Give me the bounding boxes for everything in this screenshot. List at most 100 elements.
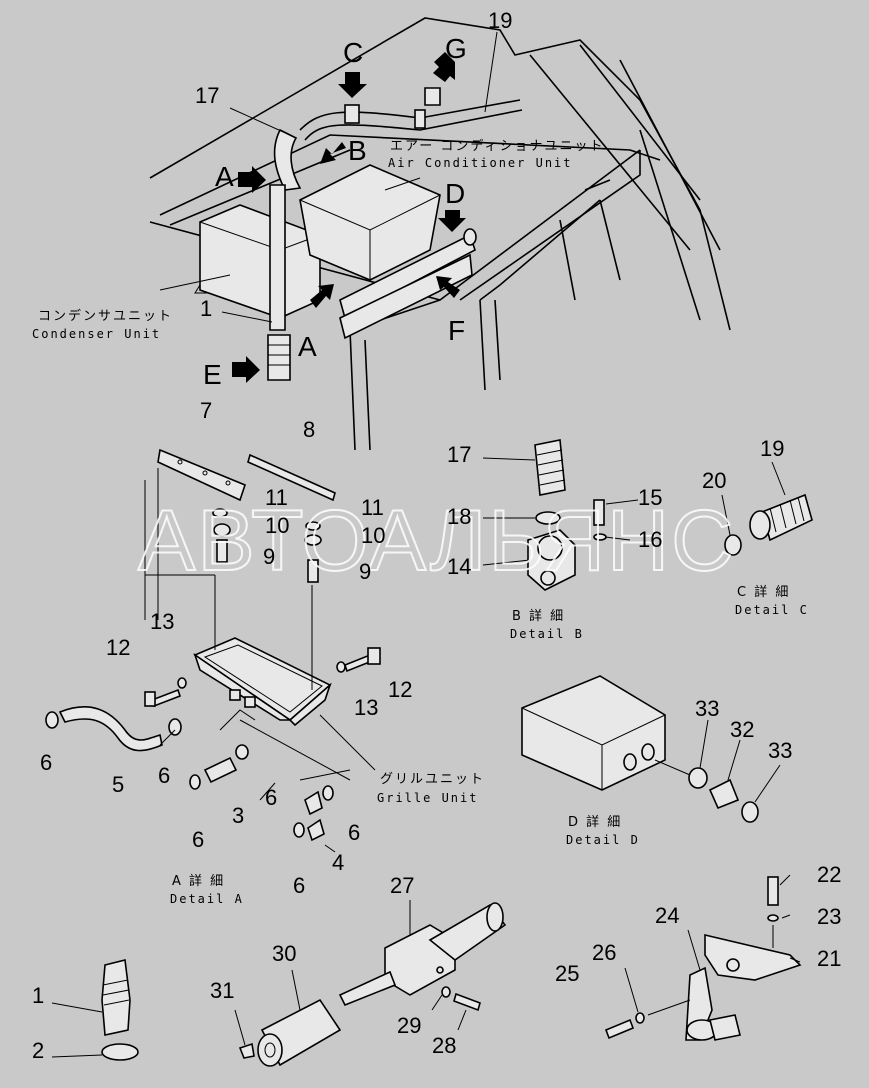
callout-5: 5 xyxy=(112,772,124,797)
drain-parts xyxy=(189,744,334,842)
arrow-a-bottom-icon xyxy=(310,284,334,308)
callout-6-c: 6 xyxy=(265,785,277,810)
callout-11-right: 11 xyxy=(361,495,384,520)
leader-lines-top xyxy=(159,31,498,323)
arrow-a-top-icon xyxy=(238,166,266,193)
grille-unit-top xyxy=(339,228,477,340)
callout-29: 29 xyxy=(397,1013,421,1038)
label-detail-a-en: Detail A xyxy=(170,892,244,906)
callout-1-top: 1 xyxy=(200,296,212,321)
callout-13-right: 13 xyxy=(354,695,378,720)
callout-21: 21 xyxy=(817,946,841,971)
label-grille-en: Grille Unit xyxy=(377,791,478,805)
watermark: АВТОАЛЬЯНС xyxy=(138,493,735,589)
callout-31: 31 xyxy=(210,978,234,1003)
arrow-b-icon xyxy=(320,142,346,164)
view-letter-d: D xyxy=(445,178,465,209)
label-detail-b-jp: B 詳 細 xyxy=(512,608,565,624)
arrow-f-icon xyxy=(436,276,460,298)
callout-24: 24 xyxy=(655,903,679,928)
arrow-g-icon xyxy=(433,52,455,82)
label-ac-unit-en: Air Conditioner Unit xyxy=(388,156,573,170)
label-detail-c-jp: C 詳 細 xyxy=(737,584,790,600)
callout-23: 23 xyxy=(817,904,841,929)
callout-17-top: 17 xyxy=(195,83,219,108)
view-letter-g: G xyxy=(445,33,467,64)
bracket-7 xyxy=(157,448,246,502)
bracket-8 xyxy=(247,453,336,502)
callout-6-d: 6 xyxy=(192,827,204,852)
air-conditioner-unit xyxy=(299,164,441,281)
callout-11-left: 11 xyxy=(265,485,288,510)
callout-17-detail: 17 xyxy=(447,442,471,467)
callout-13-left: 13 xyxy=(150,609,174,634)
label-grille-jp: グリルユニット xyxy=(380,772,485,787)
callout-14: 14 xyxy=(447,554,471,579)
label-detail-d-en: Detail D xyxy=(566,833,640,847)
mount-lines xyxy=(144,468,313,690)
callout-4: 4 xyxy=(332,850,344,875)
leader-lines-bottom-left xyxy=(51,1002,103,1058)
label-detail-d-jp: D 詳 細 xyxy=(568,814,622,830)
callout-27: 27 xyxy=(390,873,414,898)
view-letter-c: C xyxy=(343,37,363,68)
callout-9-right: 9 xyxy=(359,559,371,584)
view-letter-a-top: A xyxy=(215,161,234,192)
arrow-d-icon xyxy=(438,210,466,232)
callout-22: 22 xyxy=(817,862,841,887)
callout-3: 3 xyxy=(232,803,244,828)
label-detail-a-jp: A 詳 細 xyxy=(172,873,225,889)
grille-unit xyxy=(193,637,332,727)
callout-33-right: 33 xyxy=(768,738,792,763)
receiver-27 xyxy=(338,900,507,1031)
hose-1-detail xyxy=(101,959,139,1061)
callout-8: 8 xyxy=(303,417,315,442)
callout-6-b: 6 xyxy=(158,763,170,788)
arrow-e-icon xyxy=(232,356,260,383)
view-letter-f: F xyxy=(448,315,465,346)
callout-19-detail: 19 xyxy=(760,436,784,461)
label-condenser-en: Condenser Unit xyxy=(32,327,161,341)
leader-lines-c xyxy=(721,461,786,536)
view-letter-a-bottom: A xyxy=(298,331,317,362)
bolt-12-right xyxy=(336,647,381,673)
hoses-top xyxy=(267,87,523,381)
callout-19-top: 19 xyxy=(488,8,512,33)
leader-lines-d xyxy=(699,719,781,803)
label-condenser-jp: コンデンサユニット xyxy=(38,308,173,324)
bolt-stack-right xyxy=(304,521,322,583)
condenser-unit xyxy=(199,204,321,319)
bracket-21 xyxy=(704,876,802,981)
view-letter-b: B xyxy=(348,135,367,166)
callout-28: 28 xyxy=(432,1033,456,1058)
label-ac-unit-jp: エアー コンディショナユニット xyxy=(390,138,604,154)
callout-12-right: 12 xyxy=(388,677,412,702)
callout-10-left: 10 xyxy=(265,513,289,538)
callout-6-a: 6 xyxy=(40,750,52,775)
callout-2: 2 xyxy=(32,1038,44,1063)
callout-26: 26 xyxy=(592,940,616,965)
detail-c-assembly xyxy=(724,493,813,556)
leader-lines-mid xyxy=(159,709,376,853)
view-letter-e: E xyxy=(203,359,222,390)
hose-5 xyxy=(45,706,182,752)
callout-6-e: 6 xyxy=(348,820,360,845)
clamp-24 xyxy=(604,966,741,1041)
filter-30 xyxy=(234,969,342,1067)
view-arrows xyxy=(232,52,466,383)
callout-12-left: 12 xyxy=(106,635,130,660)
callout-30: 30 xyxy=(272,941,296,966)
leader-lines-b xyxy=(482,457,639,566)
bolt-12-left xyxy=(144,677,187,708)
callout-6-f: 6 xyxy=(293,873,305,898)
callout-33-left: 33 xyxy=(695,696,719,721)
detail-b-assembly xyxy=(527,439,607,591)
leader-lines-bottom-right xyxy=(624,874,801,1013)
callout-20: 20 xyxy=(702,468,726,493)
callout-7: 7 xyxy=(200,398,212,423)
label-detail-b-en: Detail B xyxy=(510,627,584,641)
callout-10-right: 10 xyxy=(361,523,385,548)
callout-16: 16 xyxy=(638,527,662,552)
